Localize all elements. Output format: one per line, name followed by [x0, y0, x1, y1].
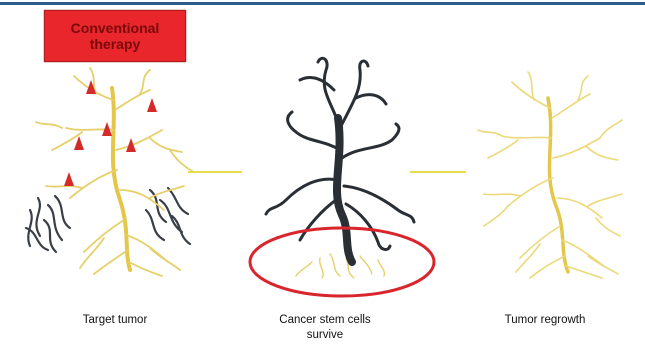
- caption-cancer-stem-cells: Cancer stem cells survive: [270, 313, 380, 343]
- survivor-ellipse: [250, 228, 434, 296]
- residual-tumor-remnant: [296, 254, 384, 278]
- caption-tumor-regrowth: Tumor regrowth: [480, 313, 610, 328]
- cancer-stem-cells-illustration: [250, 58, 434, 296]
- stem-cell-cluster-left: [26, 196, 70, 252]
- target-tumor-illustration: [26, 68, 194, 276]
- therapy-arrowheads: [64, 80, 157, 186]
- tumor-regrowth-illustration: [478, 72, 622, 278]
- caption-target-tumor: Target tumor: [50, 313, 180, 328]
